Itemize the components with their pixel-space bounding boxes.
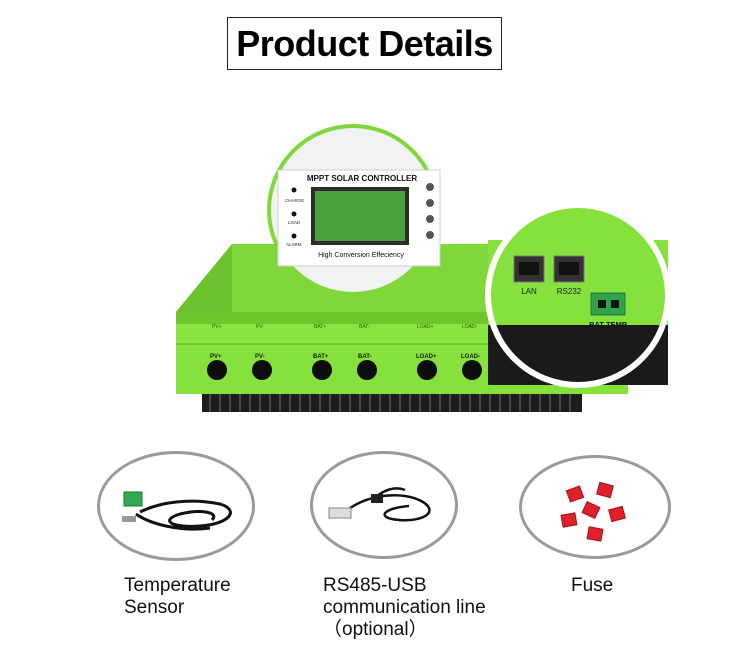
svg-text:LOAD+: LOAD+ (417, 324, 434, 330)
accessory-circle-temperature-sensor (97, 451, 255, 561)
rs232-port (553, 255, 585, 283)
terminal-label-load-minus: LOAD- (461, 354, 480, 360)
svg-text:BAT-: BAT- (359, 324, 370, 330)
fuse-piece (586, 526, 604, 542)
svg-text:BAT+: BAT+ (314, 324, 326, 330)
terminal-label-pv-plus: PV+ (210, 354, 222, 360)
led-label-load: LOAD (288, 220, 301, 225)
accessory-label-fuse: Fuse (571, 575, 613, 597)
sensor-connector (123, 491, 143, 507)
lan-port (513, 255, 545, 283)
label-line: Temperature (124, 575, 231, 596)
label-line: RS485-USB (323, 575, 427, 596)
led-label-alarm: ALARM (286, 242, 302, 247)
rs485-usb-cable-image (328, 487, 431, 522)
terminal-label-bat-plus: BAT+ (313, 354, 329, 360)
lan-label: LAN (521, 287, 537, 296)
accessory-circle-fuse (519, 455, 671, 559)
accessory-circle-rs485-usb (310, 451, 458, 559)
fuse-piece (560, 512, 578, 528)
label-line: Fuse (571, 575, 614, 596)
bat-temp-label: BAT TEMP (589, 320, 627, 329)
rs485-plug (371, 494, 383, 503)
display-title: MPPT SOLAR CONTROLLER (307, 174, 417, 183)
terminal-label-load-plus: LOAD+ (416, 354, 437, 360)
svg-text:PV-: PV- (256, 324, 264, 330)
terminal-pv-minus (252, 360, 272, 380)
fuse-piece (565, 485, 585, 503)
terminal-pv-plus (207, 360, 227, 380)
page-title: Product Details (236, 22, 493, 64)
temperature-sensor-image (122, 491, 232, 531)
fuse-piece (608, 505, 626, 523)
svg-text:LOAD-: LOAD- (462, 324, 478, 330)
sensor-probe (122, 516, 136, 522)
accessory-label-temperature-sensor: Temperature Sensor (124, 575, 231, 619)
terminal-load-plus (417, 360, 437, 380)
terminal-load-minus (462, 360, 482, 380)
controller-photo: PV+PV- BAT+BAT- LOAD+LOAD- PV+ PV- BAT+ … (176, 124, 671, 412)
terminal-label-bat-minus: BAT- (358, 354, 372, 360)
label-line: （optional） (323, 619, 428, 640)
terminal-bat-minus (357, 360, 377, 380)
led-label-charge: CHARGE (285, 198, 304, 203)
fuse-image (560, 481, 626, 542)
accessory-label-rs485-usb: RS485-USB communication line （optional） (323, 575, 486, 641)
usb-plug (328, 507, 352, 519)
fuse-piece (581, 500, 601, 520)
fuse-piece (596, 481, 614, 499)
display-zoom: MPPT SOLAR CONTROLLER High Conversion Ef… (267, 124, 441, 296)
label-line: communication line (323, 597, 486, 618)
heading-box: Product Details (227, 17, 502, 70)
ports-zoom: LAN RS232 BAT TEMP (485, 202, 671, 388)
label-line: Sensor (124, 597, 185, 618)
display-subtitle: High Conversion Effeciency (318, 252, 404, 259)
rs232-label: RS232 (557, 287, 582, 296)
svg-text:PV+: PV+ (212, 324, 222, 330)
bat-temp-connector (590, 292, 626, 316)
terminal-bat-plus (312, 360, 332, 380)
terminal-label-pv-minus: PV- (255, 354, 265, 360)
